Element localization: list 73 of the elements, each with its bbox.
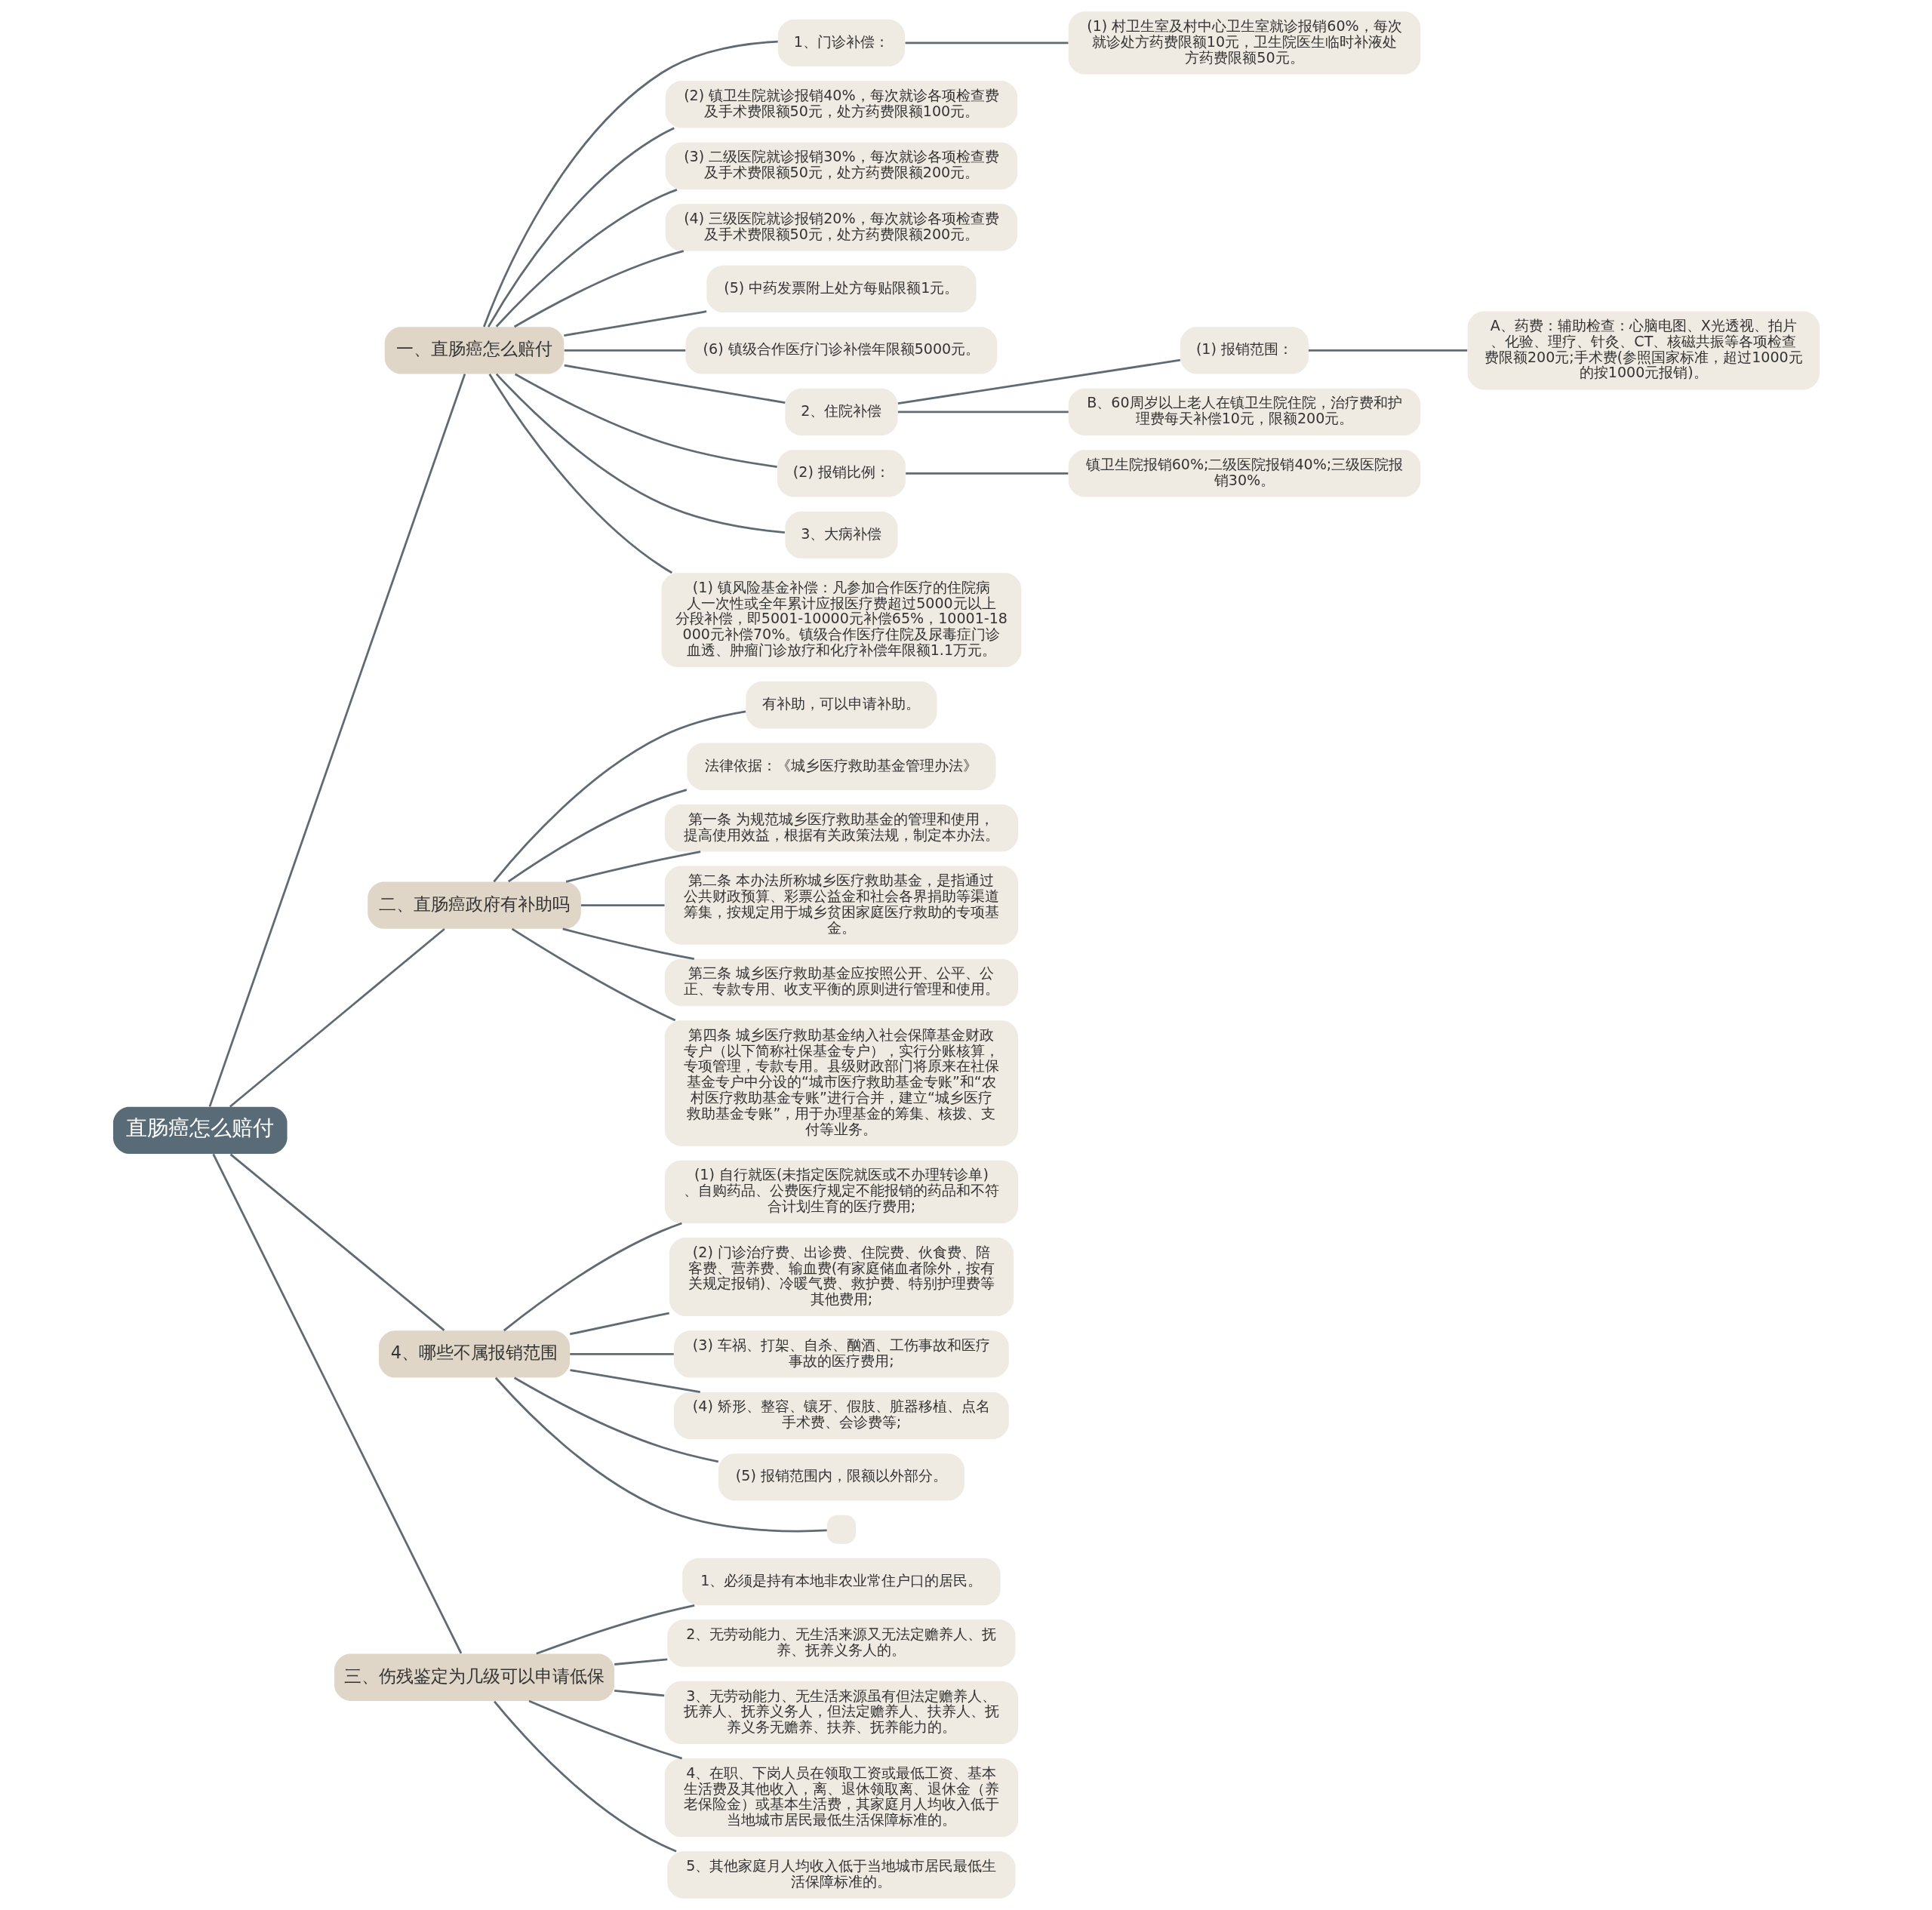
node-box: (2) 镇卫生院就诊报销40%，每次就诊各项检查费及手术费限额50元，处方药费限额100元。 [665, 81, 1017, 128]
connector [561, 927, 694, 961]
connector [513, 1376, 718, 1463]
node-box: (4) 三级医院就诊报销20%，每次就诊各项检查费及手术费限额50元，处方药费限额200元。 [665, 204, 1017, 251]
connector [492, 710, 746, 883]
connector [564, 349, 685, 352]
connector [564, 364, 786, 404]
node-box: (3) 二级医院就诊报销30%，每次就诊各项检查费及手术费限额50元，处方药费限额200元。 [665, 142, 1017, 190]
connector [1308, 349, 1467, 352]
node-box: 1、必须是持有本地非农业常住户口的居民。 [681, 1558, 1001, 1606]
connector [569, 1353, 674, 1355]
node-box: (6) 镇级合作医疗门诊补偿年限额5000元。 [685, 327, 997, 374]
connector [488, 374, 672, 574]
node-box: (1) 自行就医(未指定医院就医或不办理转诊单)、自购药品、公费医疗规定不能报销的药品和不符合计划生育的医疗费用; [664, 1160, 1018, 1223]
node-box: 4、哪些不属报销范围 [378, 1330, 570, 1378]
connector [565, 850, 700, 883]
connector [905, 42, 1068, 45]
node-box: (3) 车祸、打架、自杀、酗酒、工伤事故和医疗事故的医疗费用; [673, 1330, 1009, 1378]
node-box: 2、住院补偿 [784, 388, 897, 436]
node-box: 第四条 城乡医疗救助基金纳入社会保障基金财政专户（以下简称社保基金专户），实行分账核算，专项管理，专款专用。县级财政部门将原来在社保基金专户中分设的“城市医疗救助基金专账”和“农村医疗救助基金专账”进行合并，建立“城乡医疗救助基金专账”，用于办理基金的筹集、核拨、支付等业务。 [664, 1020, 1018, 1146]
connector [495, 189, 677, 328]
connector [897, 411, 1069, 414]
node-box: 三、伤残鉴定为几级可以申请低保 [334, 1653, 614, 1701]
connector [614, 1690, 664, 1697]
connector [514, 373, 777, 468]
connector [614, 1658, 667, 1665]
connector [482, 40, 778, 328]
node-box: 第二条 本办法所称城乡医疗救助基金，是指通过公共财政预算、彩票公益金和社会各界捐助等渠道筹集，按规定用于城乡贫困家庭医疗救助的专项基金。 [664, 866, 1018, 945]
node-box: (1) 镇风险基金补偿：凡参加合作医疗的住院病人一次性或全年累计应报医疗费超过5000元以上分段补偿，即5001-10000元补偿65%，10001-18000元补偿70%。镇级合作医疗住院及尿毒症门诊血透、肿瘤门诊放疗和化疗补偿年限额1.1万元。 [661, 573, 1021, 667]
connector [897, 358, 1180, 404]
node-box: 4、在职、下岗人员在领取工资或最低工资、基本生活费及其他收入，离、退休领取离、退休金（养老保险金）或基本生活费，其家庭月人均收入低于当地城市居民最低生活保障标准的。 [664, 1758, 1018, 1838]
connector [569, 1312, 669, 1336]
node-box: (1) 报销范围： [1180, 327, 1309, 374]
node-box: (2) 门诊治疗费、出诊费、住院费、伙食费、陪客费、营养费、输血费(有家庭储血者除外，按有关规定报销)、冷暖气费、救护费、特别护理费等其他费用; [669, 1238, 1014, 1317]
node-box: A、药费：辅助检查：心脑电图、X光透视、拍片、化验、理疗、针灸、CT、核磁共振等各项检查费限额200元;手术费(参照国家标准，超过1000元的按1000元报销)。 [1467, 311, 1820, 390]
node-box: 第一条 为规范城乡医疗救助基金的管理和使用，提高使用效益，根据有关政策法规，制定本办法。 [664, 804, 1018, 852]
node-box: (4) 矫形、整容、镶牙、假肢、脏器移植、点名手术费、会诊费等; [673, 1392, 1009, 1440]
connector [535, 1604, 694, 1655]
node-box: B、60周岁以上老人在镇卫生院住院，治疗费和护理费每天补偿10元，限额200元。 [1068, 388, 1420, 436]
connector [495, 373, 785, 534]
node-box: 3、无劳动能力、无生活来源虽有但法定赡养人、抚养人、抚养义务人，但法定赡养人、扶养人、抚养义务无赡养、扶养、抚养能力的。 [664, 1681, 1018, 1745]
node-box: 有补助，可以申请补助。 [745, 681, 937, 729]
node-box: 5、其他家庭月人均收入低于当地城市居民最低生活保障标准的。 [666, 1851, 1015, 1899]
node-box: 1、门诊补偿： [777, 19, 905, 67]
node-box: (5) 中药发票附上处方每贴限额1元。 [706, 265, 976, 313]
connector [493, 1700, 677, 1853]
connector [511, 927, 675, 1022]
connector [229, 1153, 445, 1331]
connector [513, 250, 684, 328]
connector [528, 1699, 682, 1760]
connector [569, 1369, 700, 1393]
node-box: 3、大病补偿 [784, 511, 897, 559]
node-box: (1) 村卫生室及村中心卫生室就诊报销60%，每次就诊处方药费限额10元，卫生院医生临时补液处方药费限额50元。 [1068, 11, 1420, 75]
node-box [826, 1515, 856, 1544]
connector [211, 1153, 462, 1654]
node-box: 二、直肠癌政府有补助吗 [367, 881, 581, 929]
node-box: 直肠癌怎么赔付 [112, 1106, 288, 1155]
connector [563, 310, 706, 337]
node-box: 第三条 城乡医疗救助基金应按照公开、公平、公正、专款专用、收支平衡的原则进行管理和使用。 [664, 958, 1018, 1007]
connector [507, 789, 687, 883]
connector [487, 127, 675, 328]
node-box: 一、直肠癌怎么赔付 [384, 327, 564, 374]
connector [208, 374, 466, 1107]
connector [229, 927, 445, 1108]
connector [580, 904, 665, 906]
node-box: (2) 报销比例： [777, 450, 906, 497]
connector [905, 472, 1068, 475]
connector [494, 1376, 827, 1533]
node-box: (5) 报销范围内，限额以外部分。 [718, 1453, 964, 1501]
connector [503, 1222, 682, 1332]
node-box: 镇卫生院报销60%;二级医院报销40%;三级医院报销30%。 [1068, 450, 1420, 497]
node-box: 2、无劳动能力、无生活来源又无法定赡养人、抚养、抚养义务人的。 [666, 1619, 1015, 1667]
node-box: 法律依据：《城乡医疗救助基金管理办法》 [686, 743, 995, 790]
